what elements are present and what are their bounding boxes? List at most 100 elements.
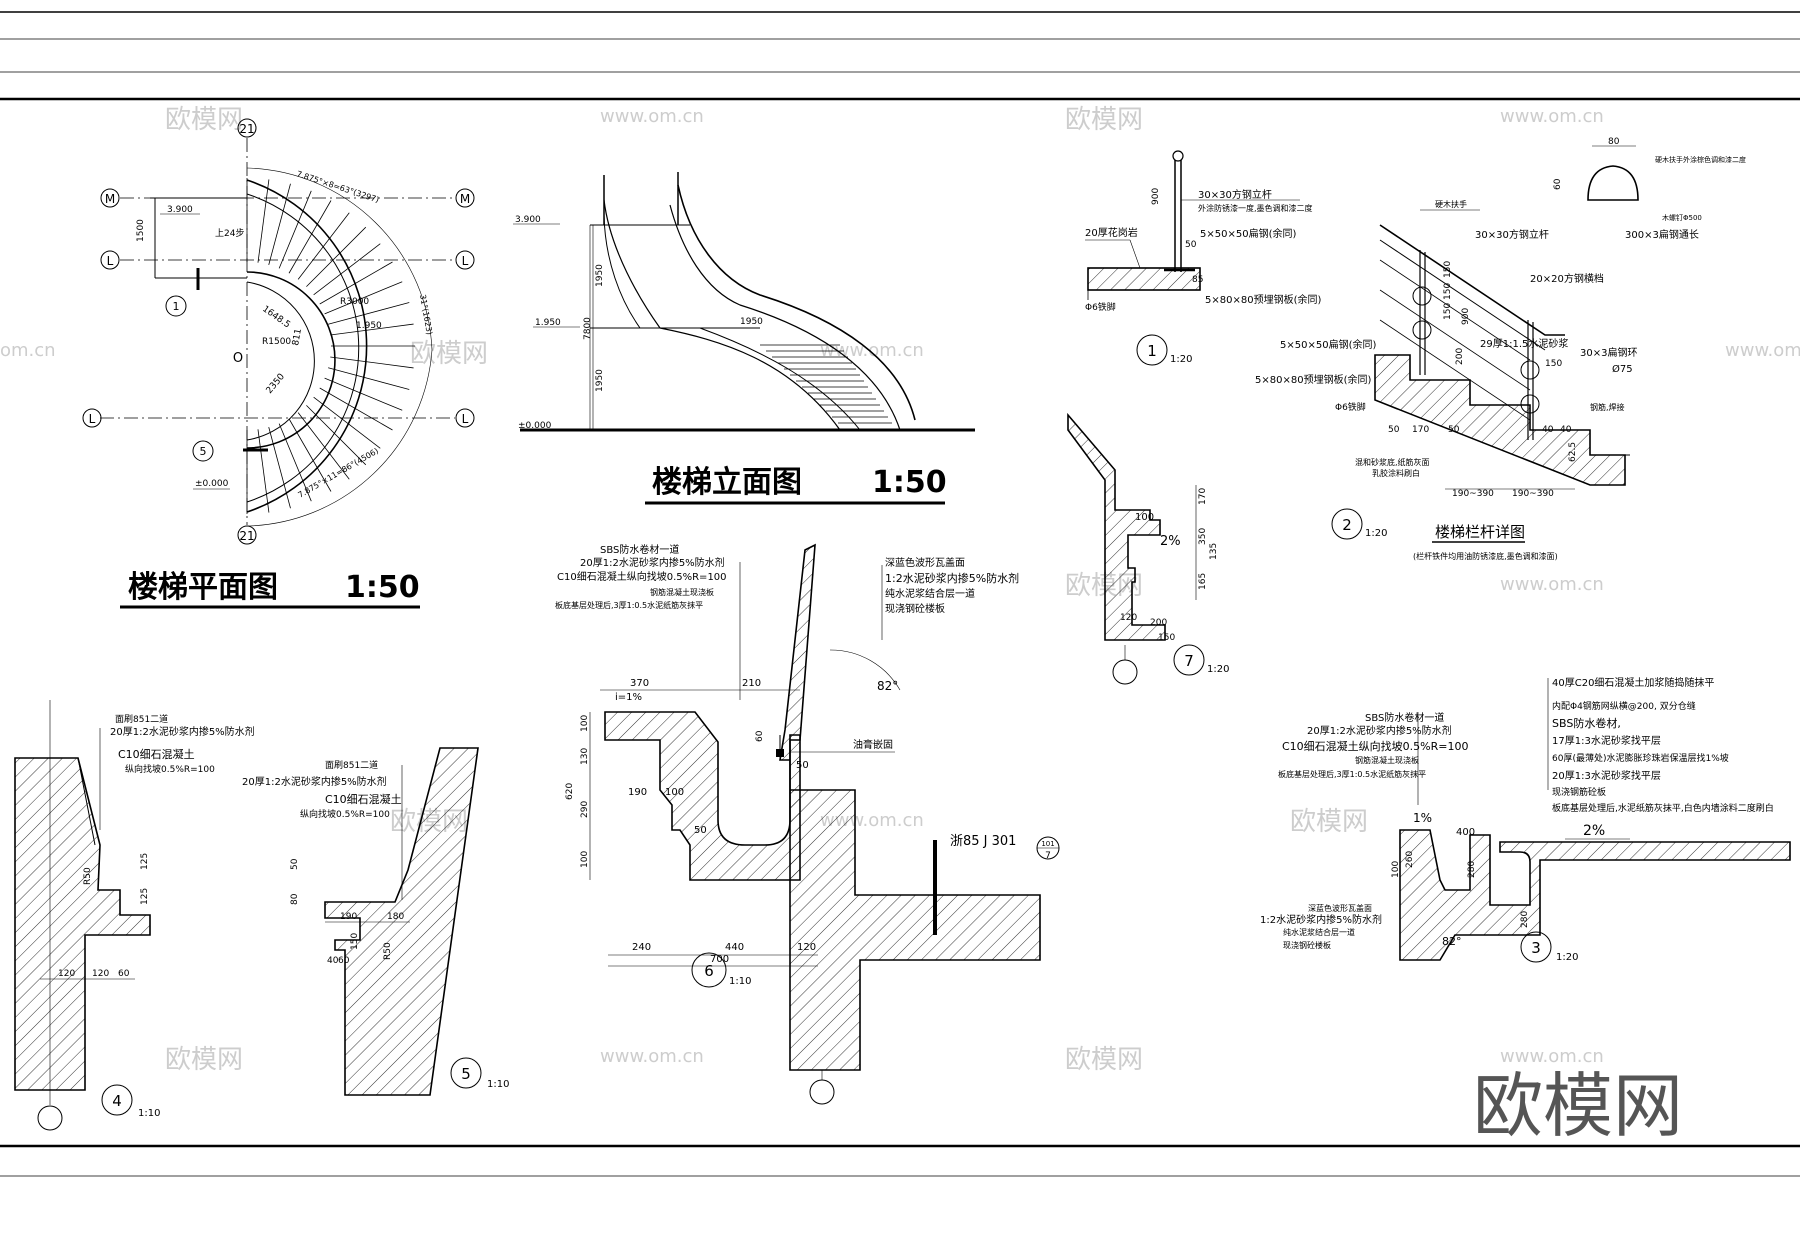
dim-label: 165 (1198, 573, 1208, 590)
dim-label: 80 (1608, 137, 1620, 147)
note: 纵向找坡0.5%R=100 (300, 808, 390, 820)
note: 面刷851二道 (325, 759, 378, 771)
note: 深蓝色波形瓦盖面 (885, 556, 965, 569)
watermark-url: www.om.cn (1725, 340, 1800, 361)
detail-title: 楼梯栏杆详图 (1435, 523, 1525, 541)
dim-label: 130 (580, 748, 590, 765)
note: 40厚C20细石混凝土加浆随捣随抹平 (1552, 676, 1714, 689)
dim-label: 62.5 (1568, 442, 1578, 462)
dim-label: 1648.5 (260, 304, 292, 330)
note: C10细石混凝土 (325, 792, 402, 806)
center-label: O (233, 351, 243, 366)
arc-label: 7.875°×11=86°(4506) (297, 446, 381, 499)
angle-label: 82° (1442, 935, 1462, 948)
elev-label: 3.900 (167, 205, 193, 215)
watermark-url: www.om.cn (1500, 106, 1604, 127)
axis-label-l: L (89, 412, 96, 426)
dim-label: 400 (1456, 827, 1475, 838)
note: Φ6铁脚 (1085, 301, 1116, 313)
note: 20厚1:2水泥砂浆内掺5%防水剂 (1307, 724, 1452, 737)
dim-label: 150 (1158, 633, 1175, 643)
note: 乳胶涂料刷白 (1372, 468, 1420, 478)
watermark-url: www.om.cn (600, 1046, 704, 1067)
dim-label: 150 (350, 933, 360, 950)
dim-label: 120 (58, 969, 75, 979)
arc-label: 31°(1623) (418, 294, 434, 336)
watermark-url: om.cn (0, 340, 56, 361)
section-mark: 5 (200, 445, 207, 458)
watermark-cn: 欧模网 (165, 1045, 243, 1075)
dim-label: 60 (755, 730, 765, 742)
dim-label: 100 (1391, 861, 1401, 878)
note: 1:2水泥砂浆内掺5%防水剂 (1260, 913, 1382, 926)
dim-label: 170 (1198, 488, 1208, 505)
detail-scale: 1:20 (1170, 354, 1192, 365)
watermark-cn: 欧模网 (410, 339, 488, 369)
note: 钢筋混凝土现浇板 (650, 587, 714, 597)
note: SBS防水卷材, (1552, 716, 1621, 730)
stair-tread (319, 387, 393, 431)
dim-label: 440 (725, 942, 744, 953)
detail-3: 40厚C20细石混凝土加浆随捣随抹平 内配Φ4钢筋网纵横@200, 双分仓缝 S… (1260, 676, 1791, 963)
detail-scale: 1:20 (1207, 664, 1229, 675)
dim-label: 120 (797, 942, 816, 953)
note: 板底基层处理后,水泥纸筋灰抹平,白色内墙涂料二度刷白 (1552, 802, 1774, 814)
note: Φ6铁脚 (1335, 401, 1366, 413)
elevation-scale: 1:50 (872, 465, 947, 500)
reference-label: 浙85 J 301 (950, 834, 1016, 849)
detail-scale: 1:20 (1365, 528, 1387, 539)
axis-label-l: L (462, 412, 469, 426)
dim-label: 210 (742, 678, 761, 689)
dim-label: 50 (796, 760, 809, 771)
detail-2: 80 60 硬木扶手外涂棕色调和漆二度 木螺钉Φ500 300×3扁钢通长 硬木… (1255, 137, 1746, 561)
detail-scale: 1:10 (487, 1079, 509, 1090)
stair-tread (297, 212, 350, 280)
dim-label: 100 (580, 715, 590, 732)
stair-tread (328, 367, 410, 390)
dim-label: 60 (1553, 178, 1563, 190)
dim-label: 150 (1443, 303, 1453, 320)
reference-sheet: 101 (1041, 840, 1054, 848)
dim-label: 290 (580, 801, 590, 818)
dim-label: 620 (565, 783, 575, 800)
dim-label: Ø75 (1612, 363, 1633, 375)
detail-number: 1 (1147, 342, 1157, 360)
axis-label-m: M (105, 192, 115, 206)
dim-label: 180 (387, 912, 404, 922)
note: 现浇钢砼楼板 (885, 602, 945, 615)
watermark-cn: 欧模网 (1065, 105, 1143, 135)
note: 60厚(最薄处)水泥膨胀珍珠岩保温层找1%坡 (1552, 752, 1729, 764)
note: SBS防水卷材一道 (600, 543, 679, 556)
dim-label: 150 (1443, 261, 1453, 278)
note: 5×50×50扁钢(余同) (1200, 227, 1296, 240)
plan-title: 楼梯平面图 (128, 570, 278, 605)
watermark-cn: 欧模网 (1065, 1045, 1143, 1075)
stair-tread (319, 261, 393, 305)
slope-label: 2% (1160, 534, 1181, 549)
dim-label: 60 (338, 956, 350, 966)
note: 30×30方钢立杆 (1475, 228, 1549, 241)
dim-label: 240 (632, 942, 651, 953)
detail-number: 6 (704, 962, 714, 980)
dim-label: 50 (290, 858, 300, 870)
dim-label: 260 (1405, 851, 1415, 868)
detail-5: 面刷851二道 20厚1:2水泥砂浆内掺5%防水剂 C10细石混凝土 纵向找坡0… (242, 747, 509, 1096)
note: 20厚1:2水泥砂浆内掺5%防水剂 (242, 775, 387, 788)
stair-tread (288, 200, 332, 274)
dim-label: 190 (340, 912, 357, 922)
dim-label: 2350 (265, 372, 288, 396)
stair-tread (278, 423, 312, 502)
dim-label: 40 (1542, 425, 1554, 435)
watermark-logo: 欧模网 (1473, 1065, 1683, 1147)
dim-label: 85 (1192, 275, 1203, 285)
note: 30×3扁钢环 (1580, 346, 1637, 359)
note: 1:2水泥砂浆内掺5%防水剂 (885, 571, 1019, 585)
dim-label: 135 (1209, 543, 1219, 560)
note: 油膏嵌固 (853, 738, 893, 751)
note: 20厚1:3水泥砂浆找平层 (1552, 769, 1661, 782)
watermark-layer: 欧模网 www.om.cn 欧模网 www.om.cn om.cn 欧模网 ww… (0, 105, 1800, 1075)
note: 外涂防锈漆一度,墨色调和漆二度 (1198, 203, 1313, 213)
slope-label: i=1% (615, 692, 642, 703)
dim-label: 1500 (136, 219, 146, 242)
